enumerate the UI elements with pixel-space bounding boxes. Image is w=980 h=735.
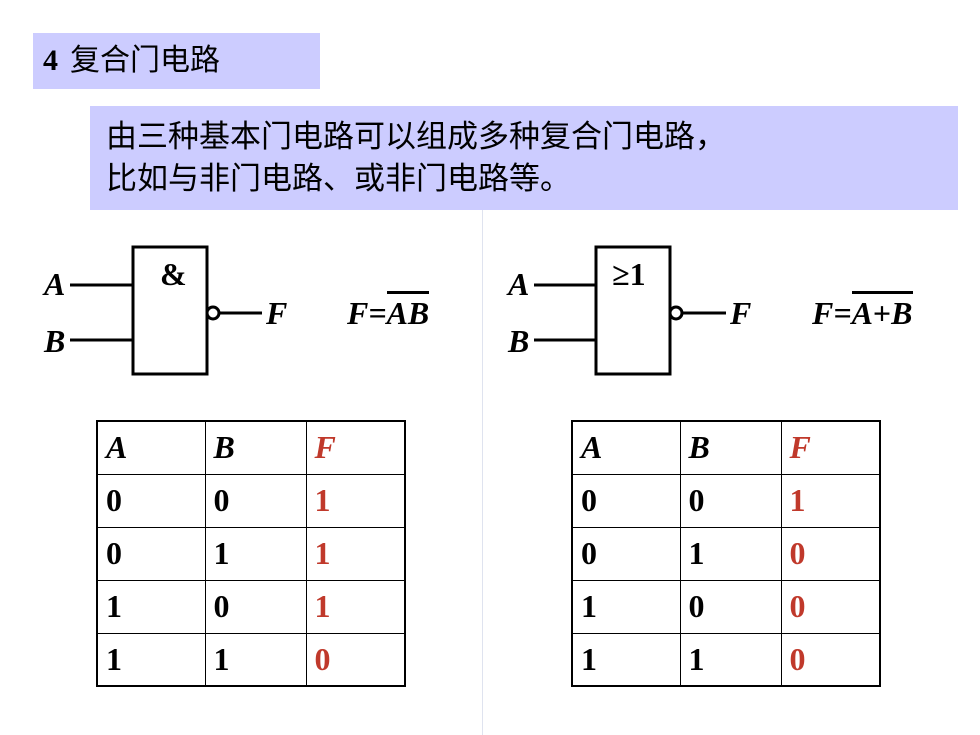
nor-formula: F=A+B (812, 291, 913, 331)
cell-b: 1 (679, 526, 782, 581)
nand-formula-overbar: AB (386, 291, 430, 331)
header-cell-b: B (204, 420, 307, 475)
table-row: 0 0 1 (96, 473, 406, 528)
table-row: 1 1 0 (96, 632, 406, 687)
header-cell-a: A (571, 420, 681, 475)
nand-gate-body (131, 245, 209, 376)
section-title: 复合门电路 (70, 43, 220, 78)
nor-formula-term2: B (891, 295, 913, 331)
cell-f: 1 (305, 526, 406, 581)
intro-box: 由三种基本门电路可以组成多种复合门电路， 比如与非门电路、或非门电路等。 (90, 106, 958, 210)
cell-f: 1 (780, 473, 881, 528)
cell-a: 0 (571, 473, 681, 528)
intro-line-1: 由三种基本门电路可以组成多种复合门电路， (106, 119, 726, 155)
nor-input-a: A (508, 266, 530, 302)
nor-formula-overbar: A+B (851, 291, 913, 331)
table-header-row: A B F (96, 420, 406, 475)
nand-truth-table: A B F 0 0 1 0 1 1 1 0 1 1 1 0 (96, 420, 406, 687)
nor-output: F (730, 295, 752, 331)
header-cell-b: B (679, 420, 782, 475)
nand-input-a: A (44, 266, 66, 302)
cell-b: 0 (204, 579, 307, 634)
cell-a: 0 (571, 526, 681, 581)
nor-formula-term1: A (851, 295, 873, 331)
table-row: 0 0 1 (571, 473, 881, 528)
cell-f: 0 (780, 632, 881, 687)
intro-line-2: 比如与非门电路、或非门电路等。 (106, 161, 571, 197)
nor-formula-op: + (872, 295, 892, 331)
nand-formula: F=AB (347, 291, 430, 331)
cell-f: 0 (305, 632, 406, 687)
nor-formula-lhs: F= (812, 295, 852, 331)
header-cell-a: A (96, 420, 206, 475)
nor-symbol: ≥1 (612, 256, 646, 292)
cell-f: 0 (780, 579, 881, 634)
cell-f: 1 (305, 579, 406, 634)
nand-output: F (266, 295, 288, 331)
nand-formula-lhs: F= (347, 295, 387, 331)
table-row: 1 0 0 (571, 579, 881, 634)
cell-b: 1 (679, 632, 782, 687)
nand-formula-term1: A (386, 295, 408, 331)
header-cell-f: F (780, 420, 881, 475)
cell-b: 0 (679, 579, 782, 634)
table-row: 0 1 0 (571, 526, 881, 581)
nand-formula-term2: B (407, 295, 430, 331)
cell-a: 0 (96, 526, 206, 581)
cell-a: 1 (571, 632, 681, 687)
cell-f: 0 (780, 526, 881, 581)
cell-a: 1 (571, 579, 681, 634)
nand-symbol: & (160, 256, 187, 292)
nor-gate-body (594, 245, 672, 376)
cell-b: 1 (204, 632, 307, 687)
table-row: 1 1 0 (571, 632, 881, 687)
cell-a: 0 (96, 473, 206, 528)
nor-input-b: B (508, 323, 530, 359)
section-heading: 4 复合门电路 (33, 33, 320, 89)
nand-input-b: B (44, 323, 66, 359)
header-cell-f: F (305, 420, 406, 475)
nor-inverter-bubble (668, 305, 684, 321)
cell-b: 1 (204, 526, 307, 581)
cell-a: 1 (96, 632, 206, 687)
cell-b: 0 (204, 473, 307, 528)
table-header-row: A B F (571, 420, 881, 475)
cell-a: 1 (96, 579, 206, 634)
column-divider (482, 210, 483, 735)
table-row: 0 1 1 (96, 526, 406, 581)
section-number: 4 (43, 44, 58, 77)
cell-f: 1 (305, 473, 406, 528)
table-row: 1 0 1 (96, 579, 406, 634)
cell-b: 0 (679, 473, 782, 528)
nor-truth-table: A B F 0 0 1 0 1 0 1 0 0 1 1 0 (571, 420, 881, 687)
